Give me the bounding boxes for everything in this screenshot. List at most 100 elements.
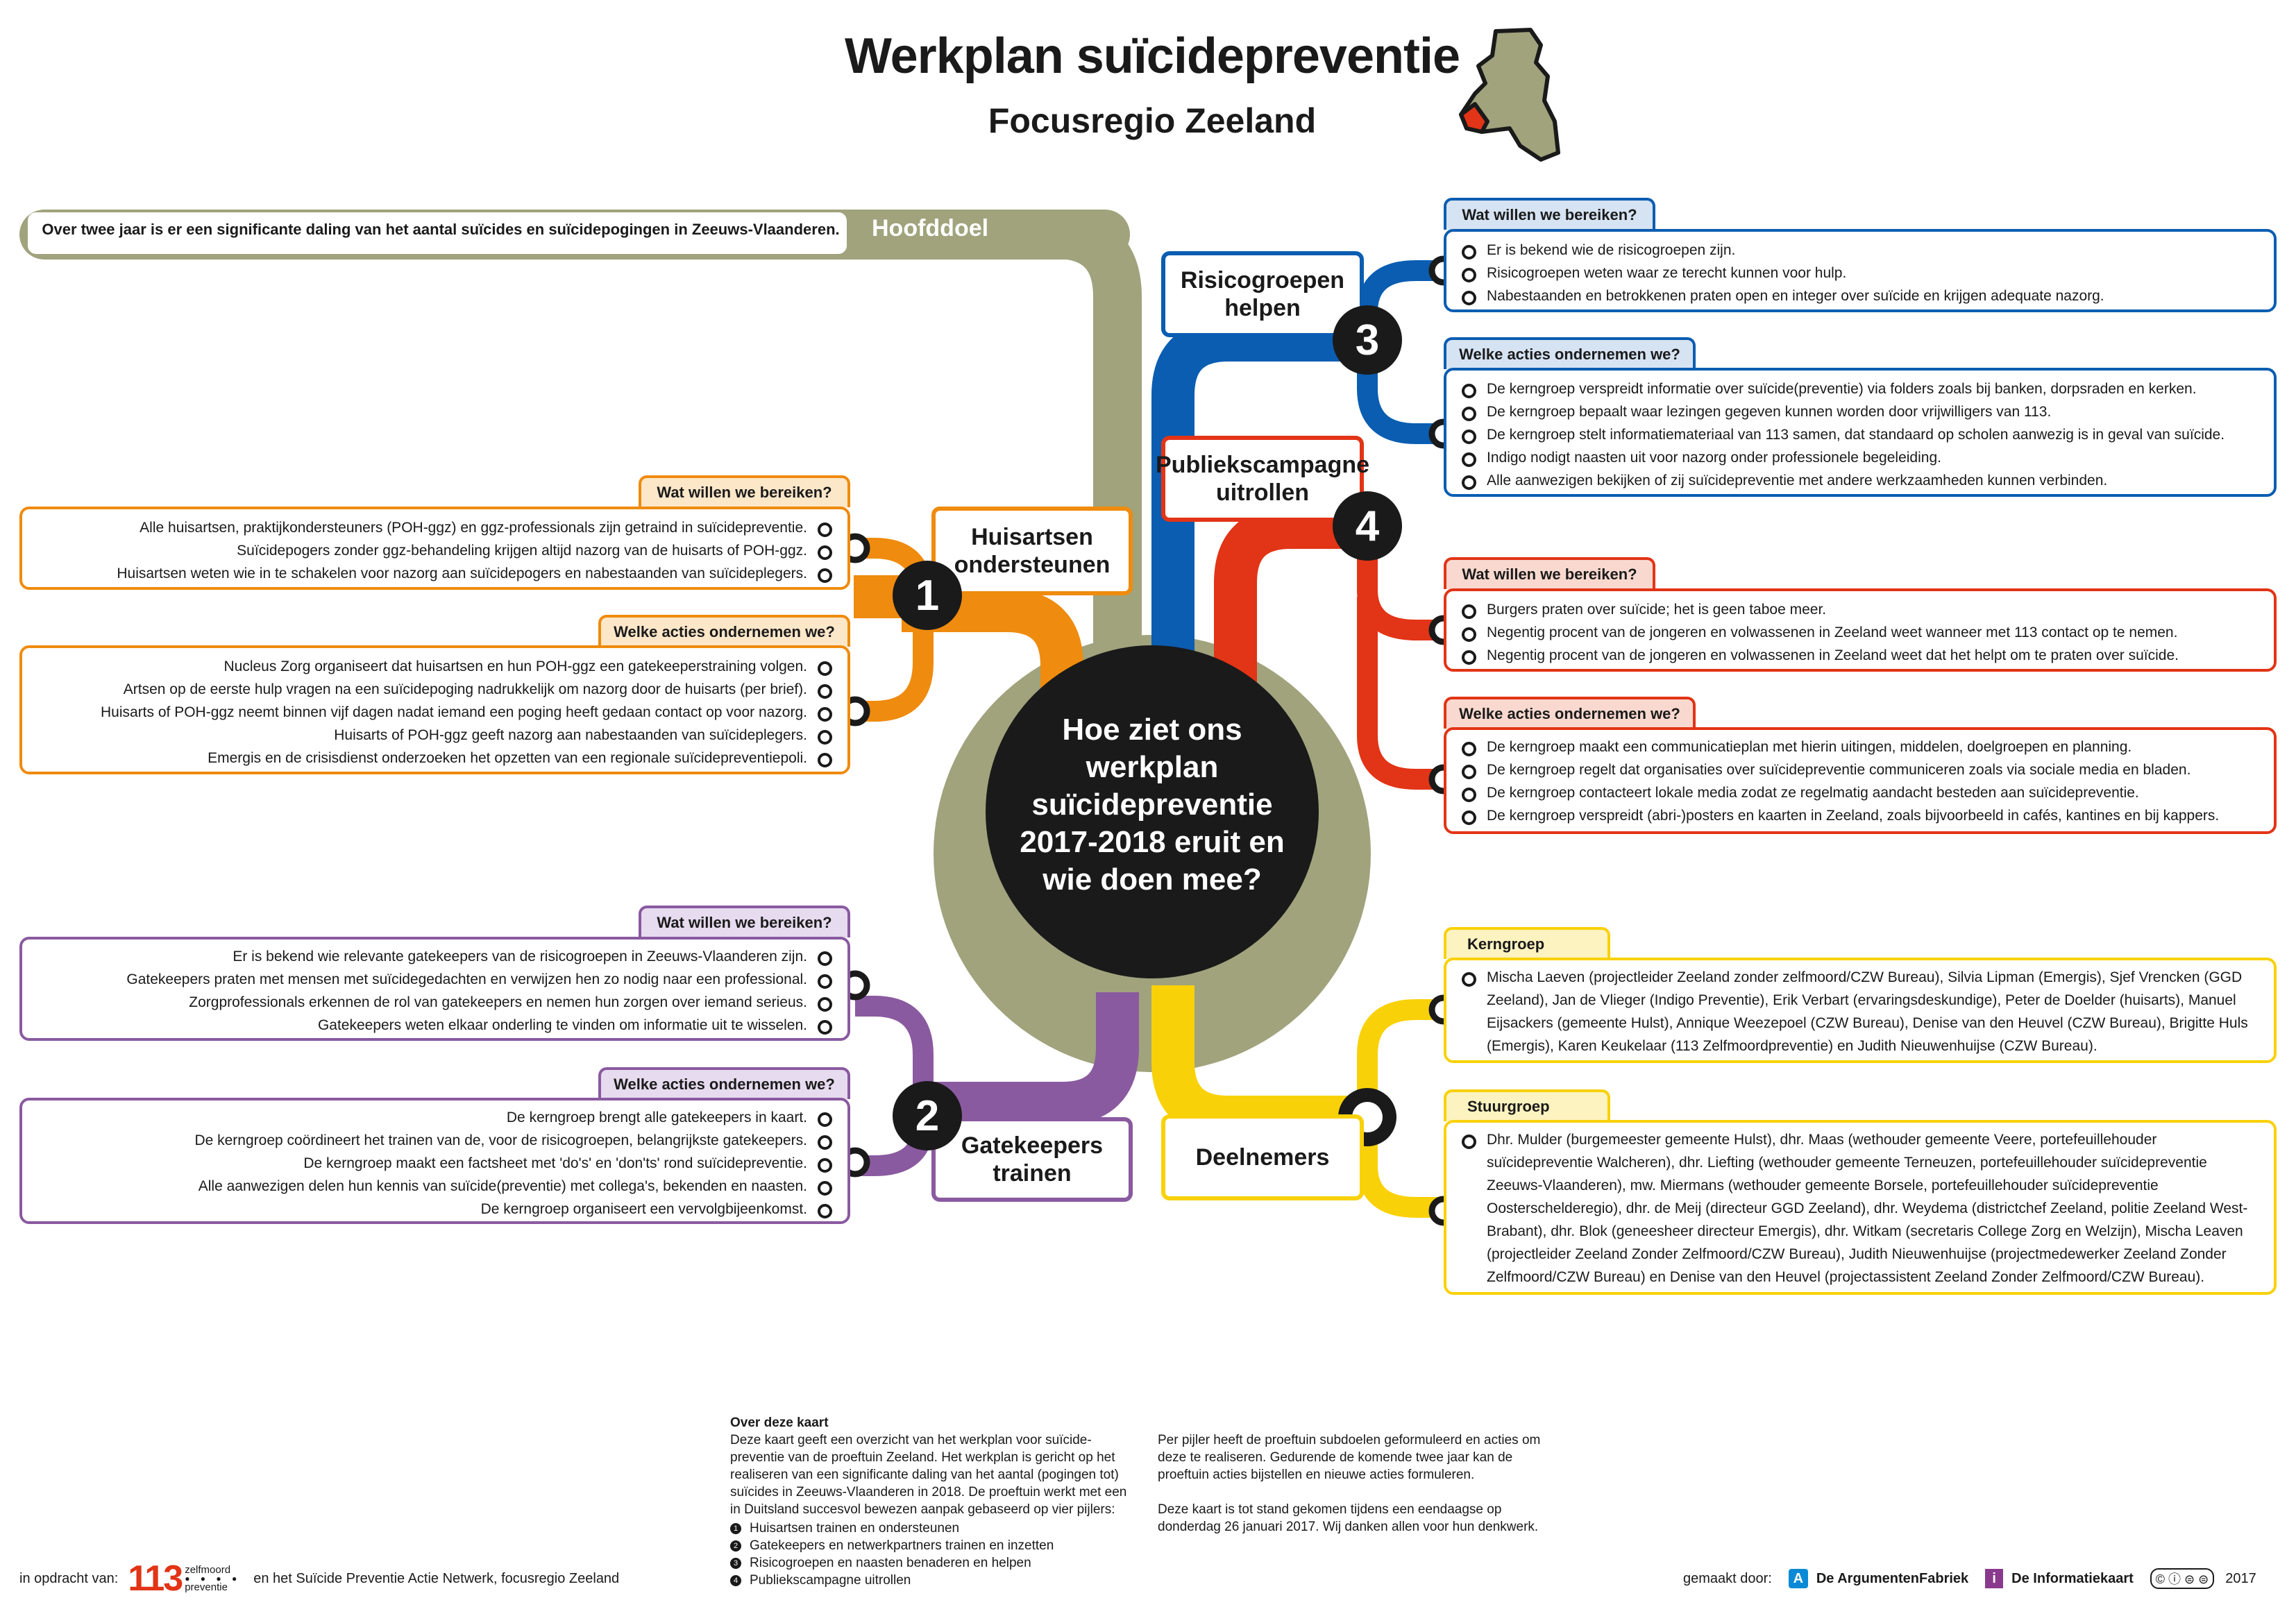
- bullet-icon: [818, 974, 832, 989]
- number-2-icon: 2: [730, 1540, 741, 1552]
- bullet-icon: [818, 545, 832, 560]
- p2-goals-box: Er is bekend wie relevante gatekeepers v…: [19, 937, 850, 1041]
- letter-i-icon: i: [1985, 1569, 2004, 1588]
- line-p4-actions: [1357, 597, 1444, 790]
- list-item: De kerngroep regelt dat organisaties ove…: [1487, 762, 2191, 778]
- page-subtitle: Focusregio Zeeland: [988, 101, 1317, 140]
- list-item: De kerngroep organiseert een vervolgbije…: [480, 1201, 807, 1217]
- list-item: Negentig procent van de jongeren en volw…: [1487, 624, 2178, 640]
- list-item: Suïcidepogers zonder ggz-behandeling kri…: [237, 543, 807, 559]
- p1-goals-box: Alle huisartsen, praktijkondersteuners (…: [19, 507, 850, 590]
- p1-actions-box: Nucleus Zorg organiseert dat huisartsen …: [19, 645, 850, 774]
- list-item: De kerngroep contacteert lokale media zo…: [1487, 785, 2139, 801]
- list-item: Gatekeepers praten met mensen met suïcid…: [126, 971, 807, 987]
- pillar-4-line2: uitrollen: [1215, 479, 1310, 506]
- letter-a-icon: A: [1788, 1569, 1808, 1588]
- line-pillar-2: [923, 992, 1139, 1125]
- pillar-2-number: 2: [893, 1081, 962, 1150]
- bullet-icon: [1462, 245, 1476, 260]
- footer-year: 2017: [2225, 1570, 2256, 1586]
- p3-goals-tab: Wat willen we bereiken?: [1444, 198, 1655, 230]
- list-item: Zorgprofessionals erkennen de rol van ga…: [189, 994, 807, 1010]
- bullet-icon: [1462, 604, 1476, 619]
- goal-text-box: [28, 212, 847, 254]
- commission-prefix: in opdracht van:: [19, 1570, 119, 1586]
- about-list-text: Gatekeepers en netwerkpartners trainen e…: [750, 1538, 1054, 1553]
- goal-label: Hoofddoel: [872, 215, 989, 241]
- number-3-icon: 3: [730, 1557, 741, 1569]
- p2-actions-tab: Welke acties ondernemen we?: [598, 1067, 850, 1099]
- p4-goals-tab: Wat willen we bereiken?: [1444, 557, 1655, 589]
- about-heading: Over deze kaart: [730, 1416, 829, 1430]
- bullet-icon: [1462, 742, 1476, 756]
- line-stuurgroep: [1357, 1117, 1444, 1218]
- bullet-icon: [818, 1112, 832, 1127]
- kerngroep-box: Mischa Laeven (projectleider Zeeland zon…: [1444, 958, 2277, 1063]
- stuurgroep-text: Dhr. Mulder (burgemeester gemeente Hulst…: [1487, 1132, 2248, 1285]
- bullet-icon: [818, 1204, 832, 1218]
- center-disc: [986, 645, 1319, 978]
- list-item: Indigo nodigt naasten uit voor nazorg on…: [1487, 450, 1941, 466]
- pillar-3-line1: Risicogroepen: [1180, 267, 1345, 294]
- bullet-icon: [1462, 452, 1476, 467]
- list-item: Huisarts of POH-ggz neemt binnen vijf da…: [101, 704, 807, 720]
- list-item: De kerngroep stelt informatiemateriaal v…: [1487, 427, 2225, 443]
- list-item: De kerngroep coördineert het trainen van…: [194, 1132, 807, 1148]
- pillar-4-number: 4: [1333, 491, 1402, 561]
- bullet-icon: [818, 1135, 832, 1150]
- list-item: Er is bekend wie relevante gatekeepers v…: [233, 949, 807, 965]
- creative-commons-icon: © ⓘ ⊜ ⊜: [2150, 1568, 2215, 1589]
- maker-informatiekaart: De Informatiekaart: [2011, 1570, 2134, 1586]
- commission-suffix: en het Suïcide Preventie Actie Netwerk, …: [253, 1570, 620, 1586]
- netherlands-map-icon: [1459, 28, 1560, 162]
- list-item: Artsen op de eerste hulp vragen na een s…: [123, 681, 807, 697]
- list-item: 2 Gatekeepers en netwerkpartners trainen …: [730, 1537, 1133, 1554]
- bullet-icon: [1462, 765, 1476, 779]
- bullet-icon: [818, 1158, 832, 1173]
- list-item: Huisarts of POH-ggz geeft nazorg aan nab…: [334, 727, 807, 743]
- list-item: Nabestaanden en betrokkenen praten open …: [1487, 288, 2104, 304]
- p2-actions-box: De kerngroep brengt alle gatekeepers in …: [19, 1098, 850, 1224]
- about-list-text: Huisartsen trainen en ondersteunen: [750, 1521, 960, 1536]
- footer-commission: in opdracht van: 113 zelfmoord ● ● ● ● p…: [19, 1558, 619, 1599]
- p3-actions-tab: Welke acties ondernemen we?: [1444, 337, 1696, 369]
- bullet-icon: [1462, 627, 1476, 642]
- bullet-icon: [818, 684, 832, 699]
- bullet-icon: [818, 997, 832, 1012]
- list-item: Emergis en de crisisdienst onderzoeken h…: [208, 750, 807, 766]
- bullet-icon: [818, 522, 832, 537]
- goal-text: Over twee jaar is er een significante da…: [42, 221, 840, 238]
- pillar-1-number: 1: [893, 561, 962, 630]
- list-item: De kerngroep bepaalt waar lezingen gegev…: [1487, 404, 2052, 420]
- bullet-icon: [818, 707, 832, 722]
- footer-makers: gemaakt door: A De ArgumentenFabriek i D…: [1683, 1568, 2256, 1589]
- bullet-icon: [818, 1020, 832, 1035]
- list-item: Alle aanwezigen bekijken of zij suïcidep…: [1487, 473, 2108, 488]
- kerngroep-tab: Kerngroep: [1444, 927, 1610, 959]
- p1-goals-tab: Wat willen we bereiken?: [639, 475, 850, 507]
- stuurgroep-box: Dhr. Mulder (burgemeester gemeente Hulst…: [1444, 1120, 2277, 1295]
- p4-actions-tab: Welke acties ondernemen we?: [1444, 697, 1696, 729]
- p3-goals-box: Er is bekend wie de risicogroepen zijn. …: [1444, 229, 2277, 312]
- bullet-icon: [818, 753, 832, 767]
- bullet-icon: [1462, 650, 1476, 665]
- p4-goals-box: Burgers praten over suïcide; het is geen…: [1444, 588, 2277, 672]
- logo-113-line2: preventie: [185, 1581, 228, 1593]
- bullet-icon: [818, 568, 832, 583]
- p4-actions-box: De kerngroep maakt een communicatieplan …: [1444, 727, 2277, 834]
- list-item: De kerngroep maakt een communicatieplan …: [1487, 739, 2132, 755]
- list-item: De kerngroep maakt een factsheet met 'do…: [303, 1155, 807, 1171]
- about-credits-text: Deze kaart is tot stand gekomen tijdens …: [1158, 1502, 1539, 1534]
- pillar-3-line2: helpen: [1224, 295, 1301, 321]
- about-intro: Deze kaart geeft een overzicht van het w…: [730, 1433, 1127, 1517]
- list-item: Risicogroepen weten waar ze terecht kunn…: [1487, 265, 1847, 281]
- pillar-1-line2: ondersteunen: [954, 552, 1111, 578]
- list-item: Negentig procent van de jongeren en volw…: [1487, 647, 2179, 663]
- bullet-icon: [1462, 291, 1476, 305]
- pillar-2-line1: Gatekeepers: [961, 1132, 1104, 1159]
